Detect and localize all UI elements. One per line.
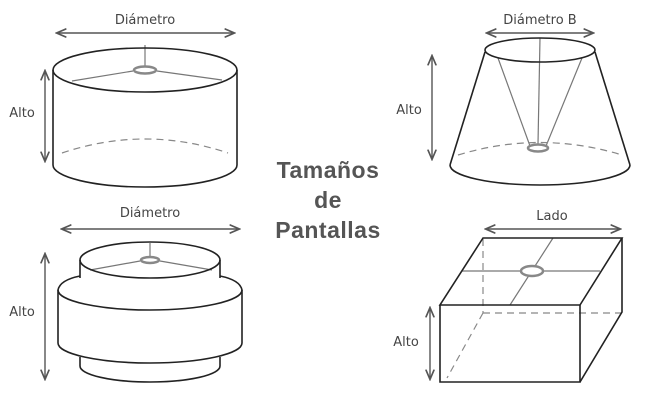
- title-line-2: de: [314, 187, 342, 213]
- double-drum-height-label: Alto: [9, 305, 35, 320]
- square-shade: Lado Alto: [393, 209, 624, 383]
- double-drum-shade: Diámetro Alto: [9, 206, 243, 383]
- cone-height-label: Alto: [396, 103, 422, 118]
- diagram-title: Tamaños de Pantallas: [275, 157, 381, 243]
- drum-diameter-label: Diámetro: [115, 13, 175, 28]
- drum-height-label: Alto: [9, 106, 35, 121]
- box-side-label: Lado: [536, 209, 567, 224]
- cone-hub: [526, 143, 550, 153]
- drum-shade: Diámetro Alto: [9, 13, 238, 188]
- box-hub: [519, 264, 545, 278]
- double-drum-diameter-label: Diámetro: [120, 206, 180, 221]
- box-height-label: Alto: [393, 335, 419, 350]
- double-drum-hub: [139, 255, 161, 265]
- cone-shade: Diámetro B Alto: [396, 13, 631, 186]
- drum-hub: [132, 65, 158, 75]
- title-line-1: Tamaños: [277, 157, 380, 183]
- title-line-3: Pantallas: [275, 217, 381, 243]
- cone-diameter-label: Diámetro B: [503, 13, 576, 28]
